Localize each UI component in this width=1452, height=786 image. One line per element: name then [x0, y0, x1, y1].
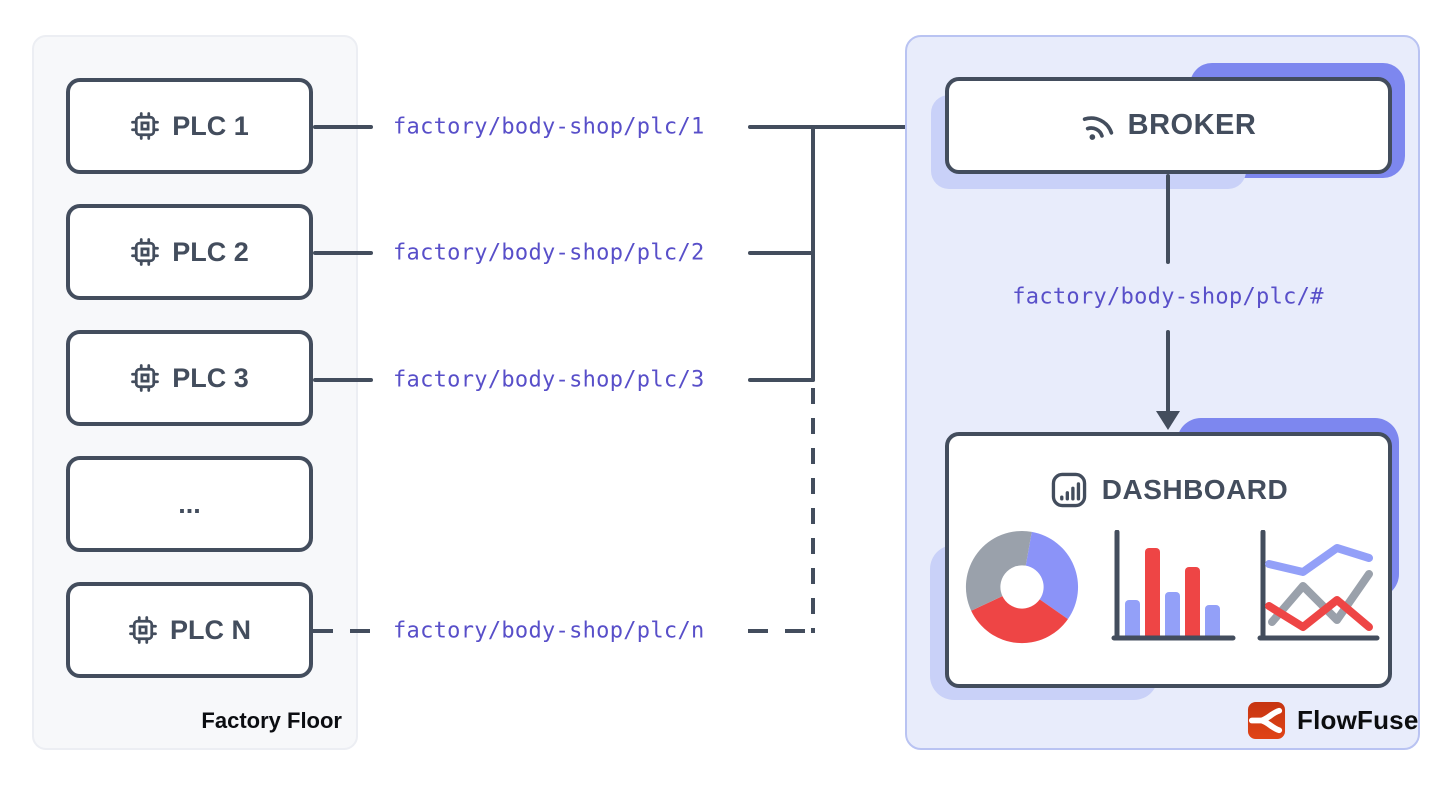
brand-name: FlowFuse [1297, 705, 1419, 735]
topic-wildcard: factory/body-shop/plc/# [1012, 284, 1324, 310]
plc-3-label: PLC 3 [172, 362, 249, 393]
plc-n-stub-line [313, 629, 373, 633]
plc-2-join-line [748, 251, 815, 255]
topic-plc-3: factory/body-shop/plc/3 [393, 367, 705, 393]
dashboard-node: DASHBOARD [945, 432, 1392, 688]
line-mini-chart [1257, 530, 1380, 641]
plc-1-stub-line [313, 125, 373, 129]
plc-3-join-line [748, 378, 815, 382]
plc-2-stub-line [313, 251, 373, 255]
plc-2-label: PLC 2 [172, 236, 249, 267]
broker-node: BROKER [945, 77, 1392, 174]
plc-1-label: PLC 1 [172, 110, 249, 141]
plc-3-stub-line [313, 378, 373, 382]
plc-1-node: PLC 1 [66, 78, 313, 174]
factory-floor-label: Factory Floor [201, 708, 342, 733]
topic-plc-n: factory/body-shop/plc/n [393, 618, 705, 644]
bar-mini-chart [1111, 530, 1236, 641]
topic-plc-2: factory/body-shop/plc/2 [393, 240, 705, 266]
plc-2-node: PLC 2 [66, 204, 313, 300]
dashboard-header: DASHBOARD [949, 470, 1388, 510]
bus-line-dashed [811, 388, 815, 633]
dashboard-arrowhead-icon [1156, 411, 1180, 430]
rss-icon [1082, 115, 1113, 140]
broker-label: BROKER [1127, 109, 1257, 141]
flowfuse-logo-icon [1247, 701, 1286, 740]
plc-n-node: PLC N [66, 582, 313, 678]
broker-to-dashboard-line-top [1166, 174, 1170, 264]
donut-chart [965, 530, 1079, 644]
dashboard-label: DASHBOARD [1101, 474, 1289, 505]
plc-ellipsis-label: ... [178, 488, 201, 519]
bar-chart-icon [1051, 472, 1086, 508]
cpu-icon [131, 364, 160, 392]
cpu-icon [131, 112, 160, 140]
cpu-icon [131, 238, 160, 266]
brand-lockup: FlowFuse [1247, 701, 1419, 740]
bus-line-solid [811, 125, 815, 382]
plc-n-join-line [748, 629, 815, 633]
plc-3-node: PLC 3 [66, 330, 313, 426]
plc-1-to-broker-line [748, 125, 929, 129]
cpu-icon [129, 616, 157, 644]
plc-n-label: PLC N [170, 614, 251, 645]
broker-to-dashboard-line-bottom [1166, 330, 1170, 413]
plc-ellipsis-node: ... [66, 456, 313, 552]
topic-plc-1: factory/body-shop/plc/1 [393, 114, 705, 140]
